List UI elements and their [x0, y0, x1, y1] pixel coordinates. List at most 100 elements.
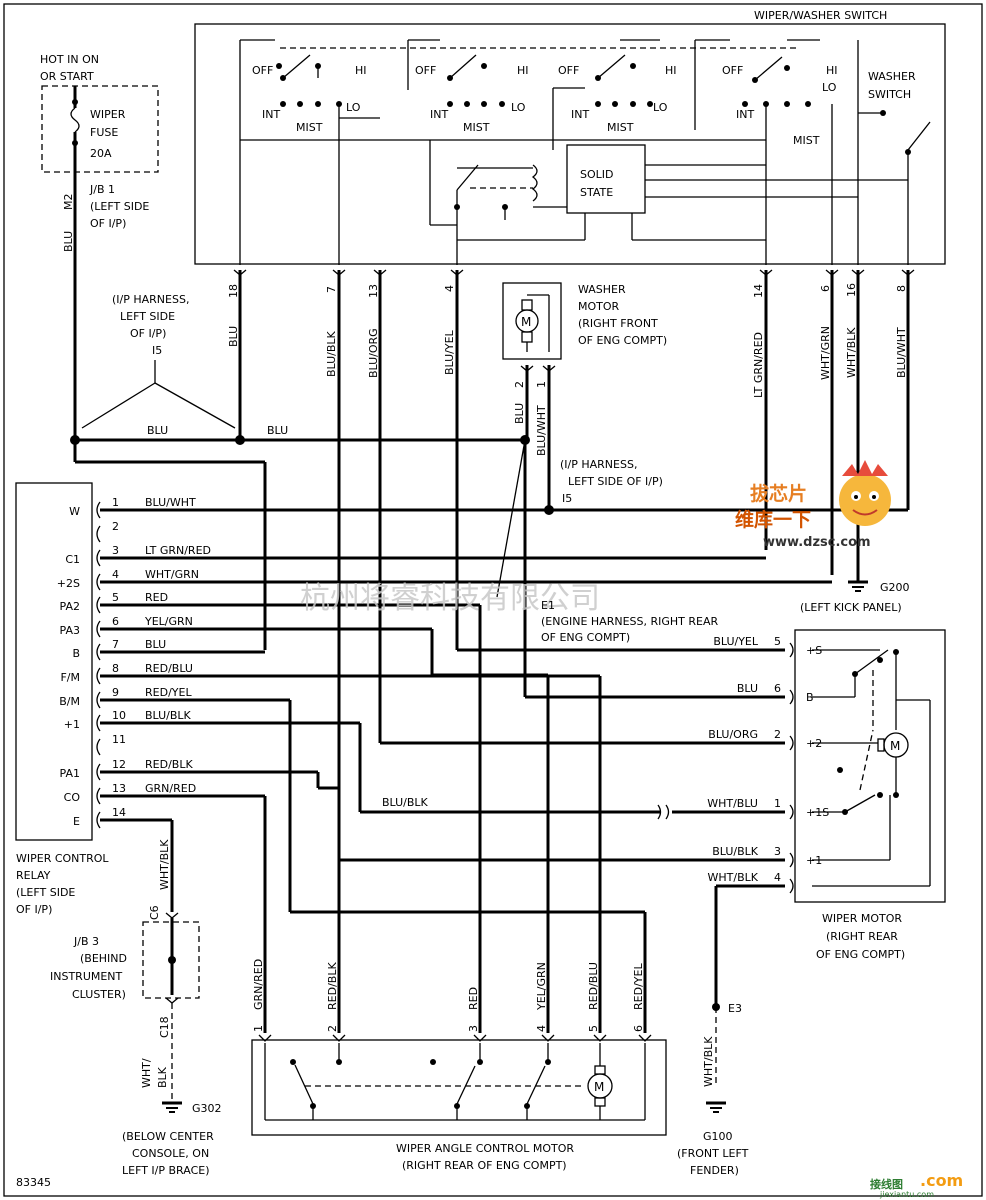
- e3-label: E3: [728, 1002, 742, 1015]
- angle-motor-line-2: (RIGHT REAR OF ENG COMPT): [402, 1159, 567, 1172]
- washer-motor: M WASHER MOTOR (RIGHT FRONT OF ENG COMPT…: [496, 282, 667, 598]
- g302-wire-1: WHT/: [140, 1058, 153, 1088]
- relay-pin-num: 5: [112, 591, 119, 604]
- relay-pin-num: 14: [112, 806, 126, 819]
- g200-id: G200: [880, 581, 910, 594]
- pin8-num: 8: [895, 285, 908, 292]
- wiper-angle-control-motor: 1GRN/RED2RED/BLK3RED4YEL/GRN5RED/BLU6RED…: [251, 959, 667, 1172]
- relay-pin-num: 3: [112, 544, 119, 557]
- relay-line-2: RELAY: [16, 869, 51, 882]
- switch-gang-2: OFF HI INT MIST LO: [407, 39, 529, 134]
- switch-box: [194, 23, 946, 265]
- pin4-color: BLU/YEL: [443, 329, 456, 375]
- angle-motor-pin-color: RED/YEL: [632, 963, 645, 1010]
- gang2-hi: HI: [517, 64, 529, 77]
- logo-url: www.dzsc.com: [763, 535, 871, 550]
- relay-term: B/M: [59, 695, 80, 708]
- angle-motor-pin-num: 3: [467, 1025, 480, 1032]
- relay-wire-color: RED/BLK: [145, 758, 193, 771]
- jb1-line-1: J/B 1: [89, 183, 115, 196]
- logo-bottom: 维库一下: [735, 508, 811, 531]
- g302-wire-2: BLK: [156, 1066, 169, 1088]
- angle-motor-pin-num: 2: [326, 1025, 339, 1032]
- relay-pin-num: 8: [112, 662, 119, 675]
- relay-line-4: OF I/P): [16, 903, 52, 916]
- relay-term: PA1: [60, 767, 80, 780]
- relay-line-1: WIPER CONTROL: [16, 852, 109, 865]
- g302-id: G302: [192, 1102, 222, 1115]
- relay-term: PA2: [60, 600, 80, 613]
- e1-label: E1 (ENGINE HARNESS, RIGHT REAR OF ENG CO…: [541, 599, 719, 644]
- pin7-color: BLU/BLK: [325, 330, 338, 377]
- fuse-label-3: 20A: [90, 147, 112, 160]
- gang4-hi: HI: [826, 64, 838, 77]
- logo-top: 拔芯片: [750, 482, 807, 505]
- angle-motor-pin-color: YEL/GRN: [535, 962, 548, 1011]
- wiper-motor-m: M: [890, 739, 900, 753]
- ip-harness-mid-1: (I/P HARNESS,: [560, 458, 637, 471]
- outer-border: [3, 3, 983, 1197]
- washer-motor-box: [502, 282, 562, 360]
- relay-row: PA1 12 RED/BLK: [60, 758, 193, 781]
- pin16-num: 16: [845, 283, 858, 297]
- c18-label: C18: [158, 1016, 171, 1038]
- angle-motor-line-1: WIPER ANGLE CONTROL MOTOR: [396, 1142, 574, 1155]
- gang1-mist: MIST: [296, 121, 323, 134]
- footer-logo-domain: .com: [920, 1171, 963, 1190]
- ip-harness-top-3: OF I/P): [130, 327, 166, 340]
- washer-pin2-num: 2: [513, 381, 526, 388]
- washer-pin2-color: BLU: [513, 403, 526, 424]
- gang4-lo: LO: [822, 81, 837, 94]
- relay-pin-num: 11: [112, 733, 126, 746]
- g100-ground: E3 WHT/BLK G100 (FRONT LEFT FENDER): [677, 1002, 749, 1177]
- gang3-hi: HI: [665, 64, 677, 77]
- pin6-num: 6: [819, 285, 832, 292]
- jb1-pin: M2: [62, 194, 75, 211]
- wiper-motor-line-2: (RIGHT REAR: [826, 930, 898, 943]
- pin18-num: 18: [227, 284, 240, 298]
- jb3-line-2: (BEHIND: [80, 952, 127, 965]
- g302-line-1: (BELOW CENTER: [122, 1130, 214, 1143]
- relay-pin-num: 2: [112, 520, 119, 533]
- relay-wire-color: LT GRN/RED: [145, 544, 211, 557]
- g302-line-3: LEFT I/P BRACE): [122, 1164, 210, 1177]
- wiper-control-relay: WIPER CONTROL RELAY (LEFT SIDE OF I/P) W…: [15, 482, 211, 916]
- switch-title: WIPER/WASHER SWITCH: [754, 9, 887, 22]
- relay-wire-color: YEL/GRN: [144, 615, 193, 628]
- angle-motor-pin-num: 1: [252, 1025, 265, 1032]
- washer-pin1-color: BLU/WHT: [535, 405, 548, 456]
- wiper-motor-pin-num: 5: [774, 635, 781, 648]
- pin18-color: BLU: [227, 326, 240, 347]
- gang2-lo: LO: [511, 101, 526, 114]
- footer-logo-url: jiexiantu.com: [879, 1190, 934, 1199]
- angle-motor-pin-num: 4: [535, 1025, 548, 1032]
- relay-pin-num: 4: [112, 568, 119, 581]
- relay-term: CO: [64, 791, 81, 804]
- wiper-motor-pin-color: BLU: [737, 682, 758, 695]
- pin4-num: 4: [443, 285, 456, 292]
- mid-blublk-label: BLU/BLK: [382, 796, 429, 809]
- relay-row: 11: [96, 733, 126, 756]
- gang4-int: INT: [736, 108, 754, 121]
- relay-pin-num: 12: [112, 758, 126, 771]
- g100-line-2: FENDER): [690, 1164, 739, 1177]
- g200-line: (LEFT KICK PANEL): [800, 601, 902, 614]
- angle-motor-m: M: [594, 1080, 604, 1094]
- wiper-motor-pin-num: 3: [774, 845, 781, 858]
- wire-blu-a: BLU: [147, 424, 168, 437]
- solid-state-label-1: SOLID: [580, 168, 613, 181]
- wiper-motor-line-3: OF ENG COMPT): [816, 948, 905, 961]
- switch-gang-1: OFF HI INT MIST LO: [239, 39, 380, 265]
- washer-pin1-num: 1: [535, 381, 548, 388]
- relay-term: B: [72, 647, 80, 660]
- angle-motor-pin-num: 6: [632, 1025, 645, 1032]
- relay-term: +1: [64, 718, 80, 731]
- relay-wire-color: RED/BLU: [145, 662, 193, 675]
